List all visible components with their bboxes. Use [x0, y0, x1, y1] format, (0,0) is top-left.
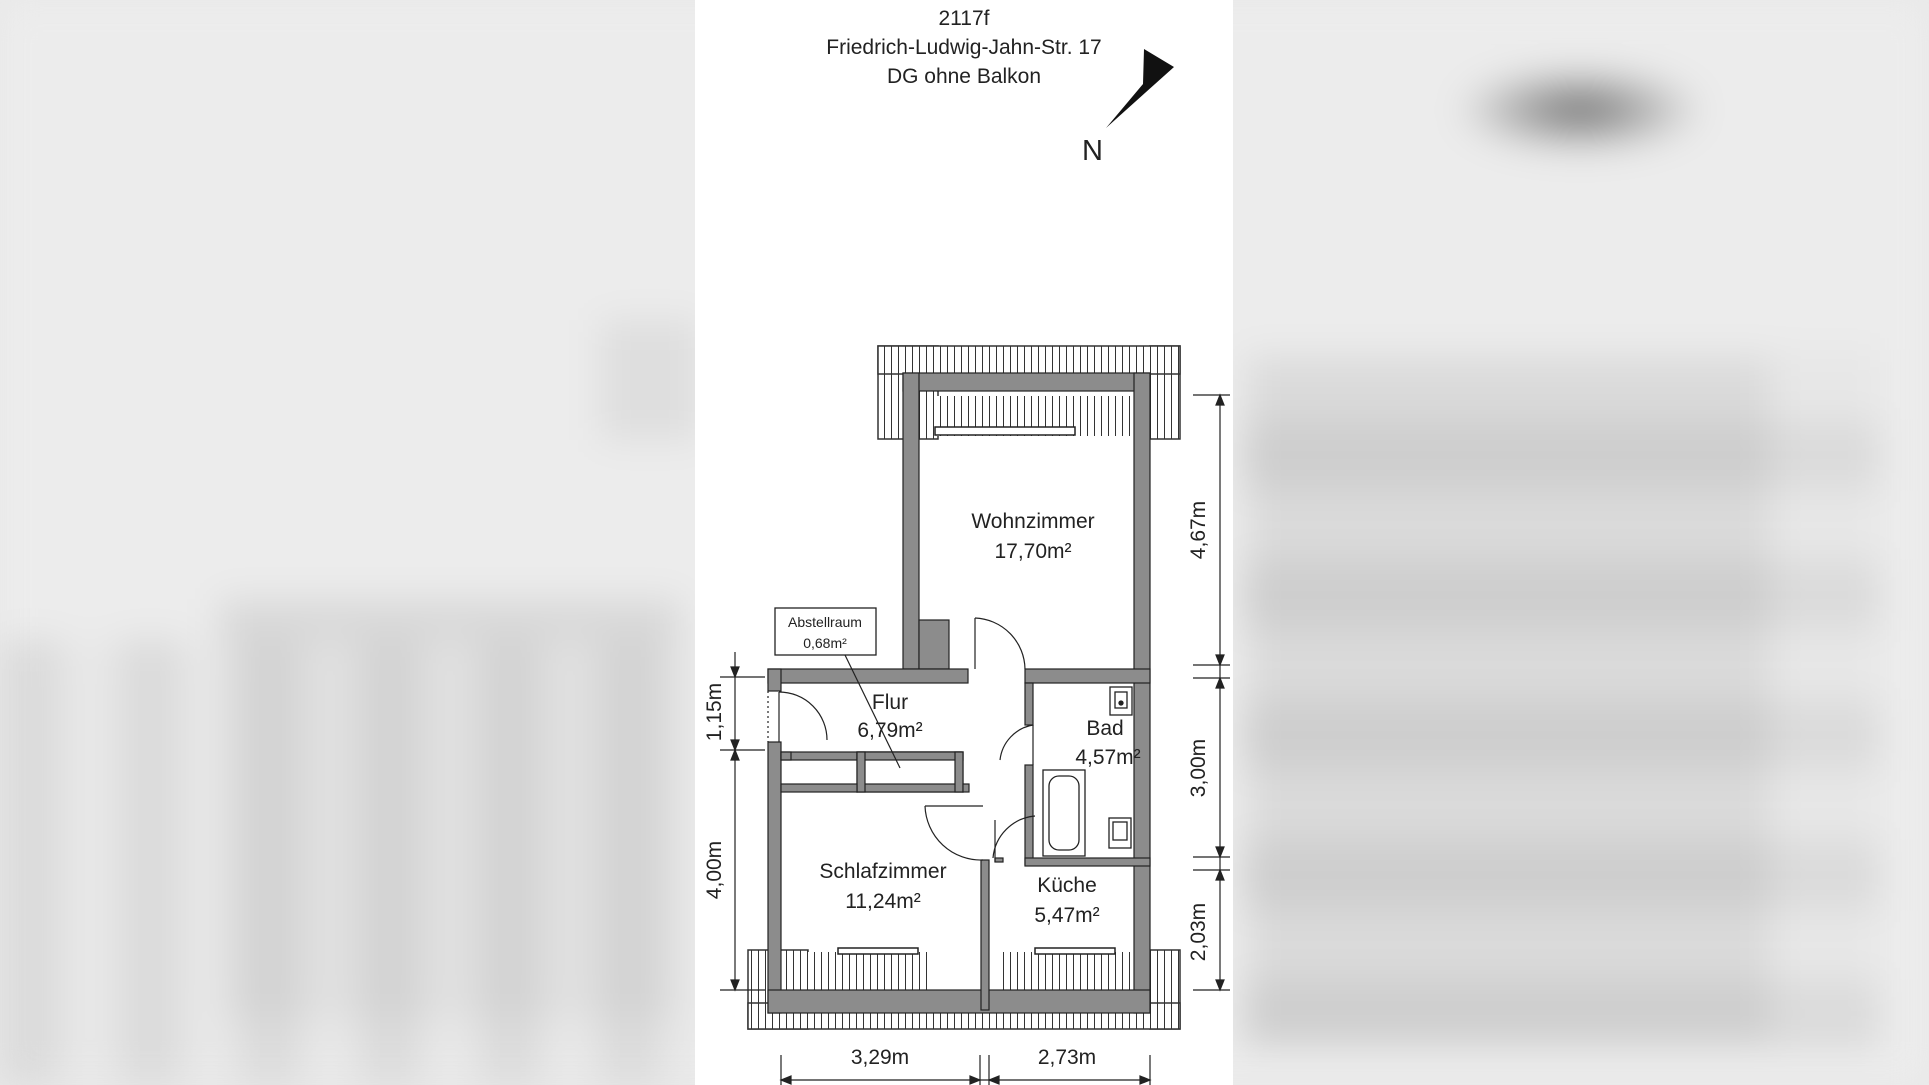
wall-stub	[918, 619, 950, 670]
wall-bad-bottom	[1024, 857, 1151, 867]
wall-flur-top	[767, 668, 969, 684]
schlafzimmer-area: 11,24m²	[845, 890, 920, 913]
dimension-bottom-left: 3,29m	[851, 1046, 909, 1069]
wall-left-short	[767, 668, 782, 692]
roof-hatch-schlafzimmer	[785, 952, 927, 990]
wall-piece	[780, 751, 792, 761]
plan-id: 2117f	[938, 7, 990, 30]
north-label: N	[1082, 135, 1103, 167]
schlafzimmer-name: Schlafzimmer	[819, 860, 946, 883]
abstellraum-name: Abstellraum	[788, 614, 862, 630]
door-kueche	[992, 815, 1036, 859]
plan-address: Friedrich-Ludwig-Jahn-Str. 17	[826, 36, 1102, 59]
dimension-left-bottom: 4,00m	[703, 841, 726, 899]
dimension-lines-bottom	[779, 1055, 1152, 1085]
floor-plan: N	[703, 49, 1230, 1085]
abstellraum-leader-line	[844, 654, 901, 769]
floor-plan-panel: 2117f Friedrich-Ludwig-Jahn-Str. 17 DG o…	[695, 0, 1233, 1085]
dimension-left-top: 1,15m	[703, 683, 726, 741]
dimension-right-top: 4,67m	[1187, 501, 1210, 559]
roof-hatch-kueche	[1001, 952, 1139, 990]
wall-schlafzimmer-kueche	[980, 859, 990, 1011]
wall-bad-left-upper	[1024, 682, 1034, 726]
windows	[837, 426, 1116, 955]
roof-hatch-top	[877, 345, 1181, 375]
wall-schlafzimmer-top	[780, 783, 858, 793]
wall-schlafzimmer-top-right	[962, 783, 970, 793]
closet-bottom	[856, 783, 964, 793]
dimension-lines-left	[720, 652, 765, 992]
wall-bad-top	[1024, 668, 1151, 684]
plan-floor-label: DG ohne Balkon	[886, 65, 1042, 88]
closet-right	[954, 751, 964, 793]
window-wohnzimmer	[934, 426, 1076, 436]
wall-kueche-piece	[994, 857, 1004, 863]
abstellraum-area: 0,68m²	[803, 635, 847, 651]
closet-top	[856, 751, 964, 761]
doors	[924, 617, 1036, 862]
north-arrow-icon: N	[1082, 49, 1174, 167]
wohnzimmer-area: 17,70m²	[994, 540, 1071, 563]
flur-area: 6,79m²	[857, 719, 922, 742]
bad-area: 4,57m²	[1075, 746, 1140, 769]
wall-bottom	[767, 989, 1151, 1014]
walls	[767, 372, 1151, 1014]
wall-left-upper	[902, 372, 920, 670]
flur-name: Flur	[872, 691, 908, 714]
closet-left	[856, 751, 866, 793]
wall-left-lower	[767, 741, 782, 1014]
bathroom-fixtures	[1042, 686, 1133, 857]
dimension-right-bottom: 2,03m	[1187, 903, 1210, 961]
dimension-bottom-right: 2,73m	[1038, 1046, 1096, 1069]
abstellraum-label-box	[774, 607, 877, 656]
door-bad	[999, 724, 1034, 761]
window-kueche	[1034, 947, 1116, 955]
kueche-name: Küche	[1037, 874, 1097, 897]
kueche-area: 5,47m²	[1034, 904, 1099, 927]
entrance-door	[767, 691, 828, 742]
dimension-right-middle: 3,00m	[1187, 739, 1210, 797]
wall-top	[902, 372, 1151, 392]
window-schlafzimmer	[837, 947, 919, 955]
dimension-lines-right	[1193, 393, 1230, 992]
door-schlafzimmer	[924, 805, 984, 861]
bad-name: Bad	[1086, 717, 1123, 740]
wall-bad-left-lower	[1024, 764, 1034, 866]
wall-right	[1133, 372, 1151, 1014]
wohnzimmer-name: Wohnzimmer	[971, 510, 1094, 533]
